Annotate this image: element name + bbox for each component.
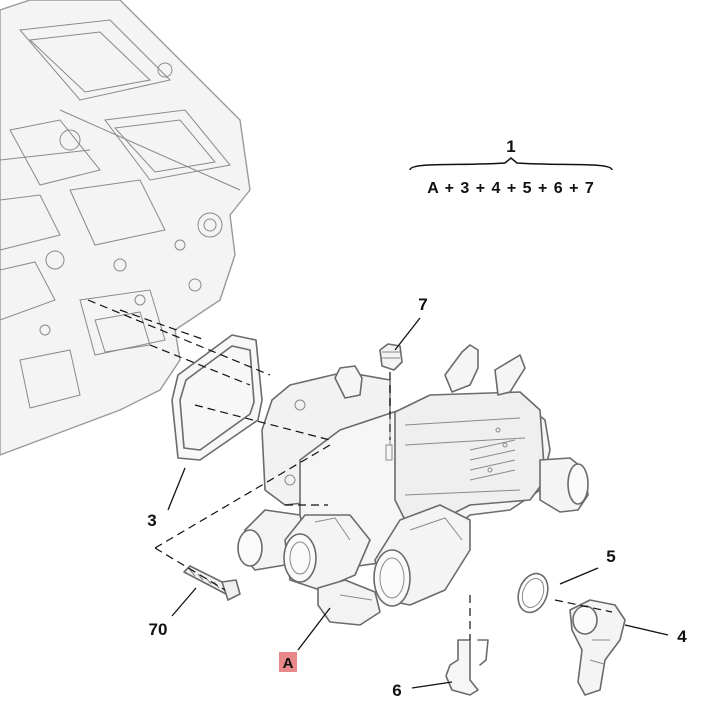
reference-marker-box [279,652,297,672]
engine-block [0,0,251,456]
kit-callout-number: 1 [506,137,515,156]
reference-marker-label: A [283,655,294,672]
alignment-lines [87,299,613,640]
part-5-o-ring [517,572,549,614]
callout-6: 6 [392,681,401,700]
reference-marker-a: A [279,652,297,672]
thermostat-housing [237,344,589,626]
part-70-bolt [183,565,241,601]
kit-callout: 1 A + 3 + 4 + 5 + 6 + 7 [409,137,613,197]
kit-callout-contents: A + 3 + 4 + 5 + 6 + 7 [427,180,595,197]
part-6-clip [445,639,489,696]
kit-brace [409,157,613,171]
part-4-sensor [569,599,626,696]
leader-lines [167,317,669,689]
callout-3: 3 [147,511,156,530]
callout-4: 4 [677,627,687,646]
part-7-cap [379,343,403,445]
callout-7: 7 [418,295,427,314]
callout-5: 5 [606,547,615,566]
callout-70: 70 [149,620,168,639]
gasket-part-3 [171,334,263,461]
